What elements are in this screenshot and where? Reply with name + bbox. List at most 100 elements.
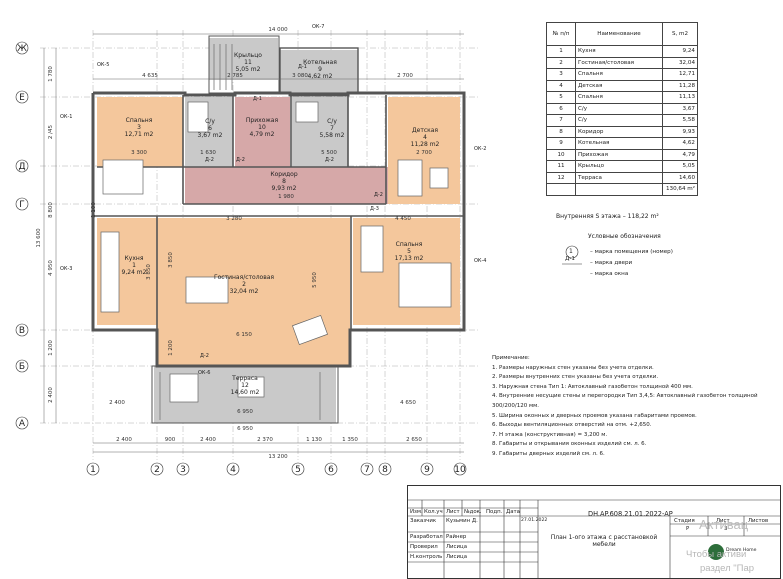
- note-line: 1. Размеры наружных стен указаны без уче…: [492, 364, 654, 371]
- table-cell: Котельная: [575, 137, 663, 150]
- table-cell: Спальня: [575, 91, 663, 104]
- dim-inner: 2 400: [109, 400, 125, 406]
- table-cell: [575, 183, 663, 196]
- axis-letter: А: [19, 419, 26, 429]
- room-area-8: 9,93 m2: [272, 185, 297, 192]
- opening-marks: Д-1 Д-2 Д-2 Д-2 Д-2 Д-3 Д-1 Д-2 ОК-5 ОК-…: [60, 24, 486, 376]
- legend-room-mark: 1: [569, 248, 573, 255]
- axis-number: 5: [295, 465, 301, 475]
- stamp-head-col: Дата: [506, 509, 520, 515]
- room-no-9: 9: [318, 66, 322, 73]
- table-cell: 14,60: [662, 171, 698, 184]
- terrace-table: [169, 373, 199, 403]
- stage-header: Лист: [716, 518, 730, 524]
- room-no-1: 1: [132, 262, 136, 269]
- stage-value: 3: [724, 526, 728, 532]
- axis-letter: Б: [19, 362, 25, 372]
- dim-inner: 3 850: [168, 252, 174, 268]
- room-no-10: 10: [258, 124, 266, 131]
- window-mark: ОК-2: [474, 146, 486, 152]
- dim-left: 4 950: [48, 260, 54, 276]
- axis-letter: В: [19, 326, 25, 336]
- note-line: 6. Выходы вентиляционных отверстий на от…: [492, 422, 652, 429]
- armchair: [292, 315, 328, 345]
- axis-number: 8: [382, 465, 388, 475]
- dimension-lines: [43, 33, 464, 453]
- axis-number: 9: [424, 465, 430, 475]
- door-mark: Д-2: [374, 192, 383, 198]
- legend-symbols: [562, 245, 582, 265]
- table-total: 130,64 m²: [662, 183, 698, 196]
- stage-header: Стадия: [674, 518, 695, 524]
- stamp-role: Разработал: [410, 534, 443, 540]
- table-cell: 9,24: [662, 45, 698, 58]
- note-line: 7. Н этажа (конструктивная) = 3,200 м.: [492, 431, 608, 438]
- notes-block: Примечание: 1. Размеры наружных стен ука…: [492, 354, 758, 460]
- note-line: 9. Габариты дверных изделий см. л. 6.: [492, 450, 605, 457]
- room-name-3: Спальня: [126, 117, 153, 124]
- dim-left: 1 200: [48, 340, 54, 356]
- room-name-5: Спальня: [396, 241, 423, 248]
- dim-left: 1 780: [48, 66, 54, 82]
- stamp-person: Лисица: [446, 544, 467, 550]
- axis-number: 3: [180, 465, 186, 475]
- room-name-7: С/у: [327, 118, 337, 125]
- dim-top-total: 14 000: [268, 27, 288, 33]
- dimension-texts: 14 000 4 635 2 785 3 080 2 700 13 200 2 …: [36, 27, 432, 460]
- window-mark: ОК-6: [198, 370, 210, 376]
- door-mark: Д-3: [370, 206, 379, 212]
- title-block-grid: [408, 499, 780, 578]
- table-cell: 4,79: [662, 148, 698, 161]
- room-no-8: 8: [282, 178, 286, 185]
- table-cell: 32,04: [662, 56, 698, 69]
- stamp-role: Проверил: [410, 544, 438, 550]
- room-area-7: 5,58 m2: [320, 132, 345, 139]
- dim-bottom: 2 650: [406, 437, 422, 443]
- dim-bottom: 6 950: [237, 426, 253, 432]
- table-cell: 9: [546, 137, 576, 150]
- table-cell: С/у: [575, 102, 663, 115]
- dim-left: 2 400: [48, 387, 54, 403]
- bed-kids: [397, 159, 423, 197]
- note-line: 5. Ширина оконных и дверных проемов указ…: [492, 412, 697, 419]
- stamp-person: Лисица: [446, 554, 467, 560]
- axis-letter: Е: [19, 93, 25, 103]
- shower: [295, 101, 319, 123]
- room-no-6: 6: [208, 125, 212, 132]
- room-name-2: Гостиная/столовая: [214, 274, 274, 281]
- dim-inner: 3 280: [226, 216, 242, 222]
- window-mark: ОК-4: [474, 258, 486, 264]
- note-line: 3. Наружная стена Тип 1: Автоклавный газ…: [492, 383, 693, 390]
- dim-inner: 3 850: [146, 264, 152, 280]
- window-mark: ОК-3: [60, 266, 72, 272]
- stamp-head-col: Кол.уч: [424, 509, 443, 515]
- axis-number: 10: [454, 465, 466, 475]
- dim-bottom: 1 350: [342, 437, 358, 443]
- dim-top: 2 785: [227, 73, 243, 79]
- dining-table: [185, 276, 229, 304]
- room-fill-hall-10: [235, 97, 290, 167]
- stamp-person: Райнер: [446, 534, 467, 540]
- room-no-7: 7: [330, 125, 334, 132]
- table-cell: 4: [546, 79, 576, 92]
- room-no-3: 3: [137, 124, 141, 131]
- boiler-fill: [280, 50, 358, 92]
- table-cell: 3,67: [662, 102, 698, 115]
- room-area-4: 11,28 m2: [411, 141, 440, 148]
- room-area-3: 12,71 m2: [125, 131, 154, 138]
- dim-inner: 1 630: [200, 150, 216, 156]
- table-cell: 4,62: [662, 137, 698, 150]
- axis-number: 2: [154, 465, 160, 475]
- table-cell: Кухня: [575, 45, 663, 58]
- axis-number: 7: [364, 465, 370, 475]
- table-cell: 12,71: [662, 68, 698, 81]
- table-cell: 5,58: [662, 114, 698, 127]
